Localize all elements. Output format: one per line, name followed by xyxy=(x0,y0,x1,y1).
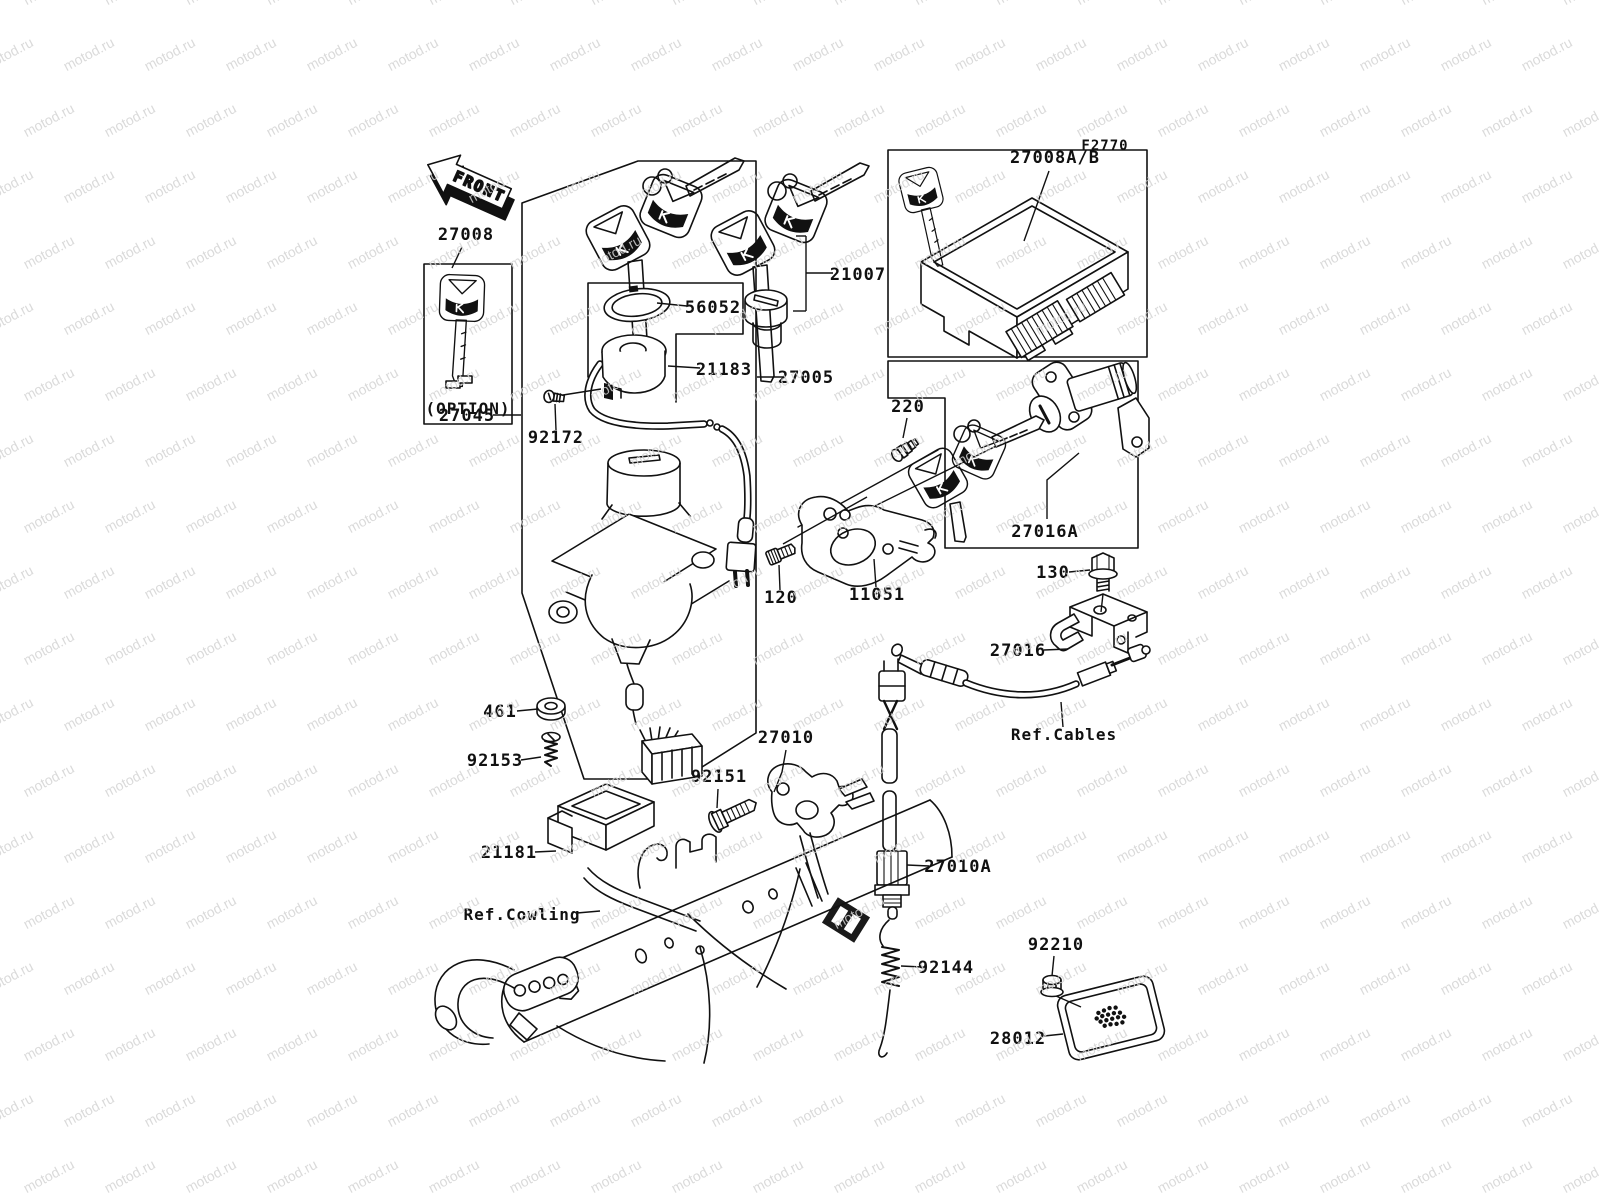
leader-line-92172 xyxy=(554,403,557,431)
part-label-27045: 27045 xyxy=(439,406,495,426)
lock-cylinder-27016a-drawing xyxy=(1028,361,1150,458)
part-label-56052: 56052 xyxy=(685,298,741,318)
ref-cables-drawing xyxy=(890,643,1151,699)
leader-line-92210 xyxy=(1051,955,1055,977)
leader-line-ref-cowling xyxy=(576,910,601,914)
option-key-box xyxy=(423,263,513,425)
leader-line-11051 xyxy=(873,558,877,588)
leader-line-92144 xyxy=(900,965,923,968)
bolt-92151-drawing xyxy=(708,798,757,833)
part-label-27008ab: 27008A/B xyxy=(1010,148,1100,168)
leader-line-92210 xyxy=(1055,995,1082,1008)
part-label-ref-cowling: Ref.Cowling xyxy=(464,905,581,924)
leader-line-120 xyxy=(778,564,781,591)
part-label-21181: 21181 xyxy=(481,843,537,863)
lock-cylinder-box xyxy=(887,360,1139,549)
leader-line-ref-cables xyxy=(1060,701,1064,728)
switch-bracket-27010-drawing xyxy=(767,763,875,943)
leader-line-28012 xyxy=(1043,1033,1064,1037)
bracket-27016-drawing xyxy=(1049,593,1148,654)
switch-body-21183-drawing xyxy=(584,334,757,588)
part-label-27010: 27010 xyxy=(758,728,814,748)
part-label-27005: 27005 xyxy=(778,368,834,388)
bolt-130-drawing xyxy=(1088,552,1118,592)
leader-line-220 xyxy=(902,417,908,439)
part-label-21007: 21007 xyxy=(830,265,886,285)
leader-line-461 xyxy=(516,708,539,712)
key-cap-drawing xyxy=(744,289,788,349)
part-label-ref-cables: Ref.Cables xyxy=(1011,725,1117,744)
leader-line-130 xyxy=(1100,593,1104,613)
keys-27016a-drawing xyxy=(903,415,1045,543)
part-label-11051: 11051 xyxy=(849,585,905,605)
part-label-120: 120 xyxy=(764,588,798,608)
screw-92153-drawing xyxy=(541,731,561,767)
ecu-drawing xyxy=(897,166,1129,362)
part-label-28012: 28012 xyxy=(990,1029,1046,1049)
leader-line-21183 xyxy=(667,365,701,369)
ring-56052-drawing xyxy=(603,285,671,323)
part-label-92144: 92144 xyxy=(918,958,974,978)
washer-461-drawing xyxy=(536,697,566,721)
part-label-130: 130 xyxy=(1036,563,1070,583)
switch-27010a-drawing xyxy=(874,658,910,920)
front-direction-arrow: FRONT xyxy=(427,154,515,221)
spring-92144-drawing xyxy=(878,919,900,1058)
part-label-92172: 92172 xyxy=(528,428,584,448)
leader-line-27016 xyxy=(1043,648,1069,651)
frame-tube-drawing xyxy=(434,799,953,1064)
leader-line-27008 xyxy=(451,246,463,269)
bracket-plate-11051-drawing xyxy=(797,420,1048,587)
nut-92210-drawing xyxy=(1040,974,1064,998)
leader-line-27016a xyxy=(1046,452,1080,519)
part-label-27016: 27016 xyxy=(990,641,1046,661)
leader-line-92153 xyxy=(520,756,542,761)
part-label-21183: 21183 xyxy=(696,360,752,380)
part-label-92210: 92210 xyxy=(1028,935,1084,955)
part-label-f2770: F2770 xyxy=(1081,138,1128,154)
part-labels-layer: 27008 (OPTION) 21007 56052 21183 27005 92172 27… xyxy=(425,138,1128,1049)
leader-line-27010 xyxy=(773,749,787,793)
part-label-461: 461 xyxy=(483,702,517,722)
part-label-220: 220 xyxy=(891,397,925,417)
leader-line-21181 xyxy=(534,850,557,853)
leader-line-27010a xyxy=(906,864,930,867)
option-key-drawing xyxy=(437,274,485,389)
part-label-92153: 92153 xyxy=(467,751,523,771)
reflector-28012-drawing xyxy=(1056,975,1166,1061)
leader-line-27008ab xyxy=(1023,170,1050,242)
part-label-option: (OPTION) xyxy=(425,399,510,418)
bolt-120-drawing xyxy=(765,543,796,566)
leader-line-120 xyxy=(782,496,868,545)
screw-220-drawing xyxy=(890,438,920,463)
part-label-27008: 27008 xyxy=(438,225,494,245)
leader-line-130 xyxy=(1068,569,1091,573)
part-label-27016a: 27016A xyxy=(1011,522,1078,542)
ignition-switch-drawing xyxy=(548,449,730,785)
leader-line-56052 xyxy=(656,302,688,307)
leader-line-92172 xyxy=(562,388,602,396)
part-label-27010a: 27010A xyxy=(924,857,991,877)
part-label-92151: 92151 xyxy=(691,767,747,787)
screw-92172-drawing xyxy=(543,389,566,404)
damper-21181-drawing xyxy=(547,783,655,854)
leader-line-92151 xyxy=(716,788,719,809)
cowling-stay-drawing xyxy=(583,833,717,932)
